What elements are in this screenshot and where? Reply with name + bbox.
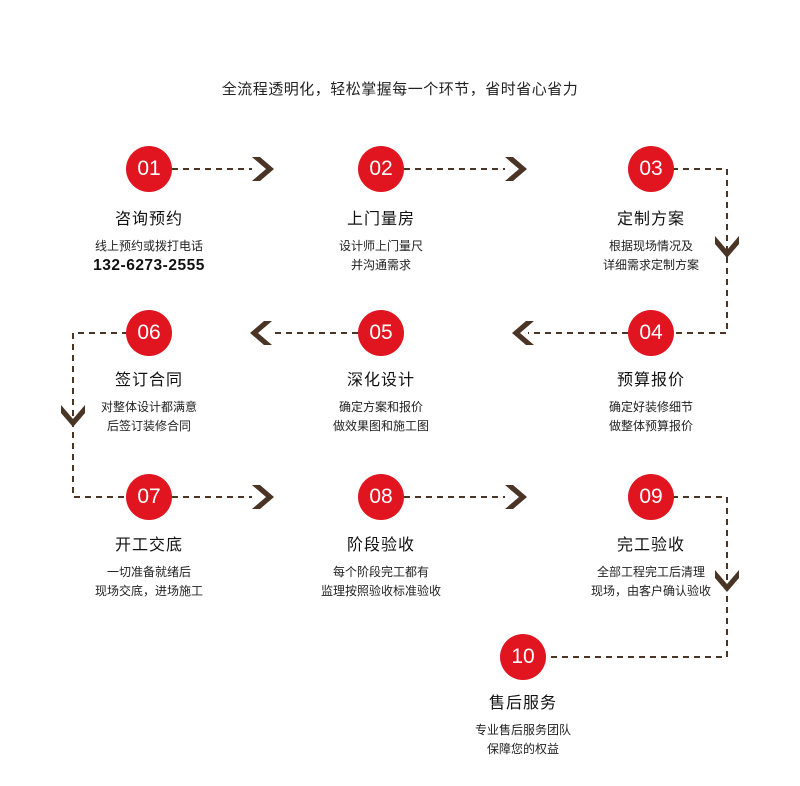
step-08: 阶段验收 每个阶段完工都有 监理按照验收标准验收 <box>281 531 481 601</box>
step-02-desc-line: 并沟通需求 <box>350 258 411 272</box>
page-headline: 全流程透明化，轻松掌握每一个环节，省时省心省力 <box>221 80 579 98</box>
step-09-title: 完工验收 <box>616 535 685 554</box>
chevron-right-icon <box>505 157 527 181</box>
chevron-down-icon <box>61 405 85 427</box>
step-05-desc: 确定方案和报价 做效果图和施工图 <box>281 398 481 436</box>
step-10: 售后服务 专业售后服务团队 保障您的权益 <box>423 689 623 759</box>
chevron-right-icon <box>252 157 274 181</box>
step-08-desc-line: 监理按照验收标准验收 <box>320 584 441 598</box>
step-10-badge: 10 <box>500 634 546 680</box>
step-07-desc-line: 现场交底，进场施工 <box>94 584 203 598</box>
step-09-desc-line: 现场，由客户确认验收 <box>590 584 711 598</box>
step-03-desc-line: 根据现场情况及 <box>608 239 693 253</box>
step-10-desc-line: 保障您的权益 <box>486 742 559 756</box>
step-03: 定制方案 根据现场情况及 详细需求定制方案 <box>551 205 751 275</box>
step-10-desc: 专业售后服务团队 保障您的权益 <box>423 721 623 759</box>
step-04-desc-line: 做整体预算报价 <box>608 419 693 433</box>
step-07-desc-line: 一切准备就绪后 <box>106 565 191 579</box>
step-01-desc-line: 线上预约或拨打电话 <box>94 239 203 253</box>
step-06-desc: 对整体设计都满意 后签订装修合同 <box>49 398 249 436</box>
step-01-badge: 01 <box>126 146 172 192</box>
step-01-title: 咨询预约 <box>114 209 183 228</box>
chevron-left-icon <box>512 321 534 345</box>
step-05: 深化设计 确定方案和报价 做效果图和施工图 <box>281 366 481 436</box>
step-04: 预算报价 确定好装修细节 做整体预算报价 <box>551 366 751 436</box>
step-02-desc: 设计师上门量尺 并沟通需求 <box>281 237 481 275</box>
step-05-desc-line: 做效果图和施工图 <box>332 419 429 433</box>
step-10-title: 售后服务 <box>488 693 557 712</box>
step-03-badge: 03 <box>628 146 674 192</box>
step-06-title: 签订合同 <box>114 370 183 389</box>
step-07-badge: 07 <box>126 474 172 520</box>
step-04-desc-line: 确定好装修细节 <box>608 400 693 414</box>
step-03-title: 定制方案 <box>616 209 685 228</box>
step-03-desc-line: 详细需求定制方案 <box>602 258 699 272</box>
step-10-desc-line: 专业售后服务团队 <box>474 723 571 737</box>
step-01-phone: 132-6273-2555 <box>93 257 205 274</box>
step-05-desc-line: 确定方案和报价 <box>338 400 423 414</box>
step-03-desc: 根据现场情况及 详细需求定制方案 <box>551 237 751 275</box>
chevron-right-icon <box>252 485 274 509</box>
step-07: 开工交底 一切准备就绪后 现场交底，进场施工 <box>49 531 249 601</box>
step-01-desc: 线上预约或拨打电话 <box>49 237 249 256</box>
step-04-desc: 确定好装修细节 做整体预算报价 <box>551 398 751 436</box>
chevron-left-icon <box>250 321 272 345</box>
step-08-desc: 每个阶段完工都有 监理按照验收标准验收 <box>281 563 481 601</box>
step-06-desc-line: 后签订装修合同 <box>106 419 191 433</box>
step-01: 咨询预约 线上预约或拨打电话 132-6273-2555 <box>49 205 249 276</box>
chevron-down-icon <box>715 236 739 258</box>
step-04-badge: 04 <box>628 310 674 356</box>
step-02-desc-line: 设计师上门量尺 <box>338 239 423 253</box>
step-08-badge: 08 <box>358 474 404 520</box>
chevron-right-icon <box>505 485 527 509</box>
step-02: 上门量房 设计师上门量尺 并沟通需求 <box>281 205 481 275</box>
step-05-title: 深化设计 <box>346 370 415 389</box>
step-07-desc: 一切准备就绪后 现场交底，进场施工 <box>49 563 249 601</box>
step-09-badge: 09 <box>628 474 674 520</box>
step-06: 签订合同 对整体设计都满意 后签订装修合同 <box>49 366 249 436</box>
step-08-desc-line: 每个阶段完工都有 <box>332 565 429 579</box>
step-09: 完工验收 全部工程完工后清理 现场，由客户确认验收 <box>551 531 751 601</box>
step-07-title: 开工交底 <box>114 535 183 554</box>
step-05-badge: 05 <box>358 310 404 356</box>
step-09-desc-line: 全部工程完工后清理 <box>596 565 705 579</box>
chevron-down-icon <box>715 570 739 592</box>
step-06-desc-line: 对整体设计都满意 <box>100 400 197 414</box>
connector-06-07 <box>72 332 128 498</box>
step-02-badge: 02 <box>358 146 404 192</box>
step-06-badge: 06 <box>126 310 172 356</box>
step-09-desc: 全部工程完工后清理 现场，由客户确认验收 <box>551 563 751 601</box>
step-02-title: 上门量房 <box>346 209 415 228</box>
step-04-title: 预算报价 <box>616 370 685 389</box>
connector-09-10 <box>546 496 728 658</box>
step-08-title: 阶段验收 <box>346 535 415 554</box>
